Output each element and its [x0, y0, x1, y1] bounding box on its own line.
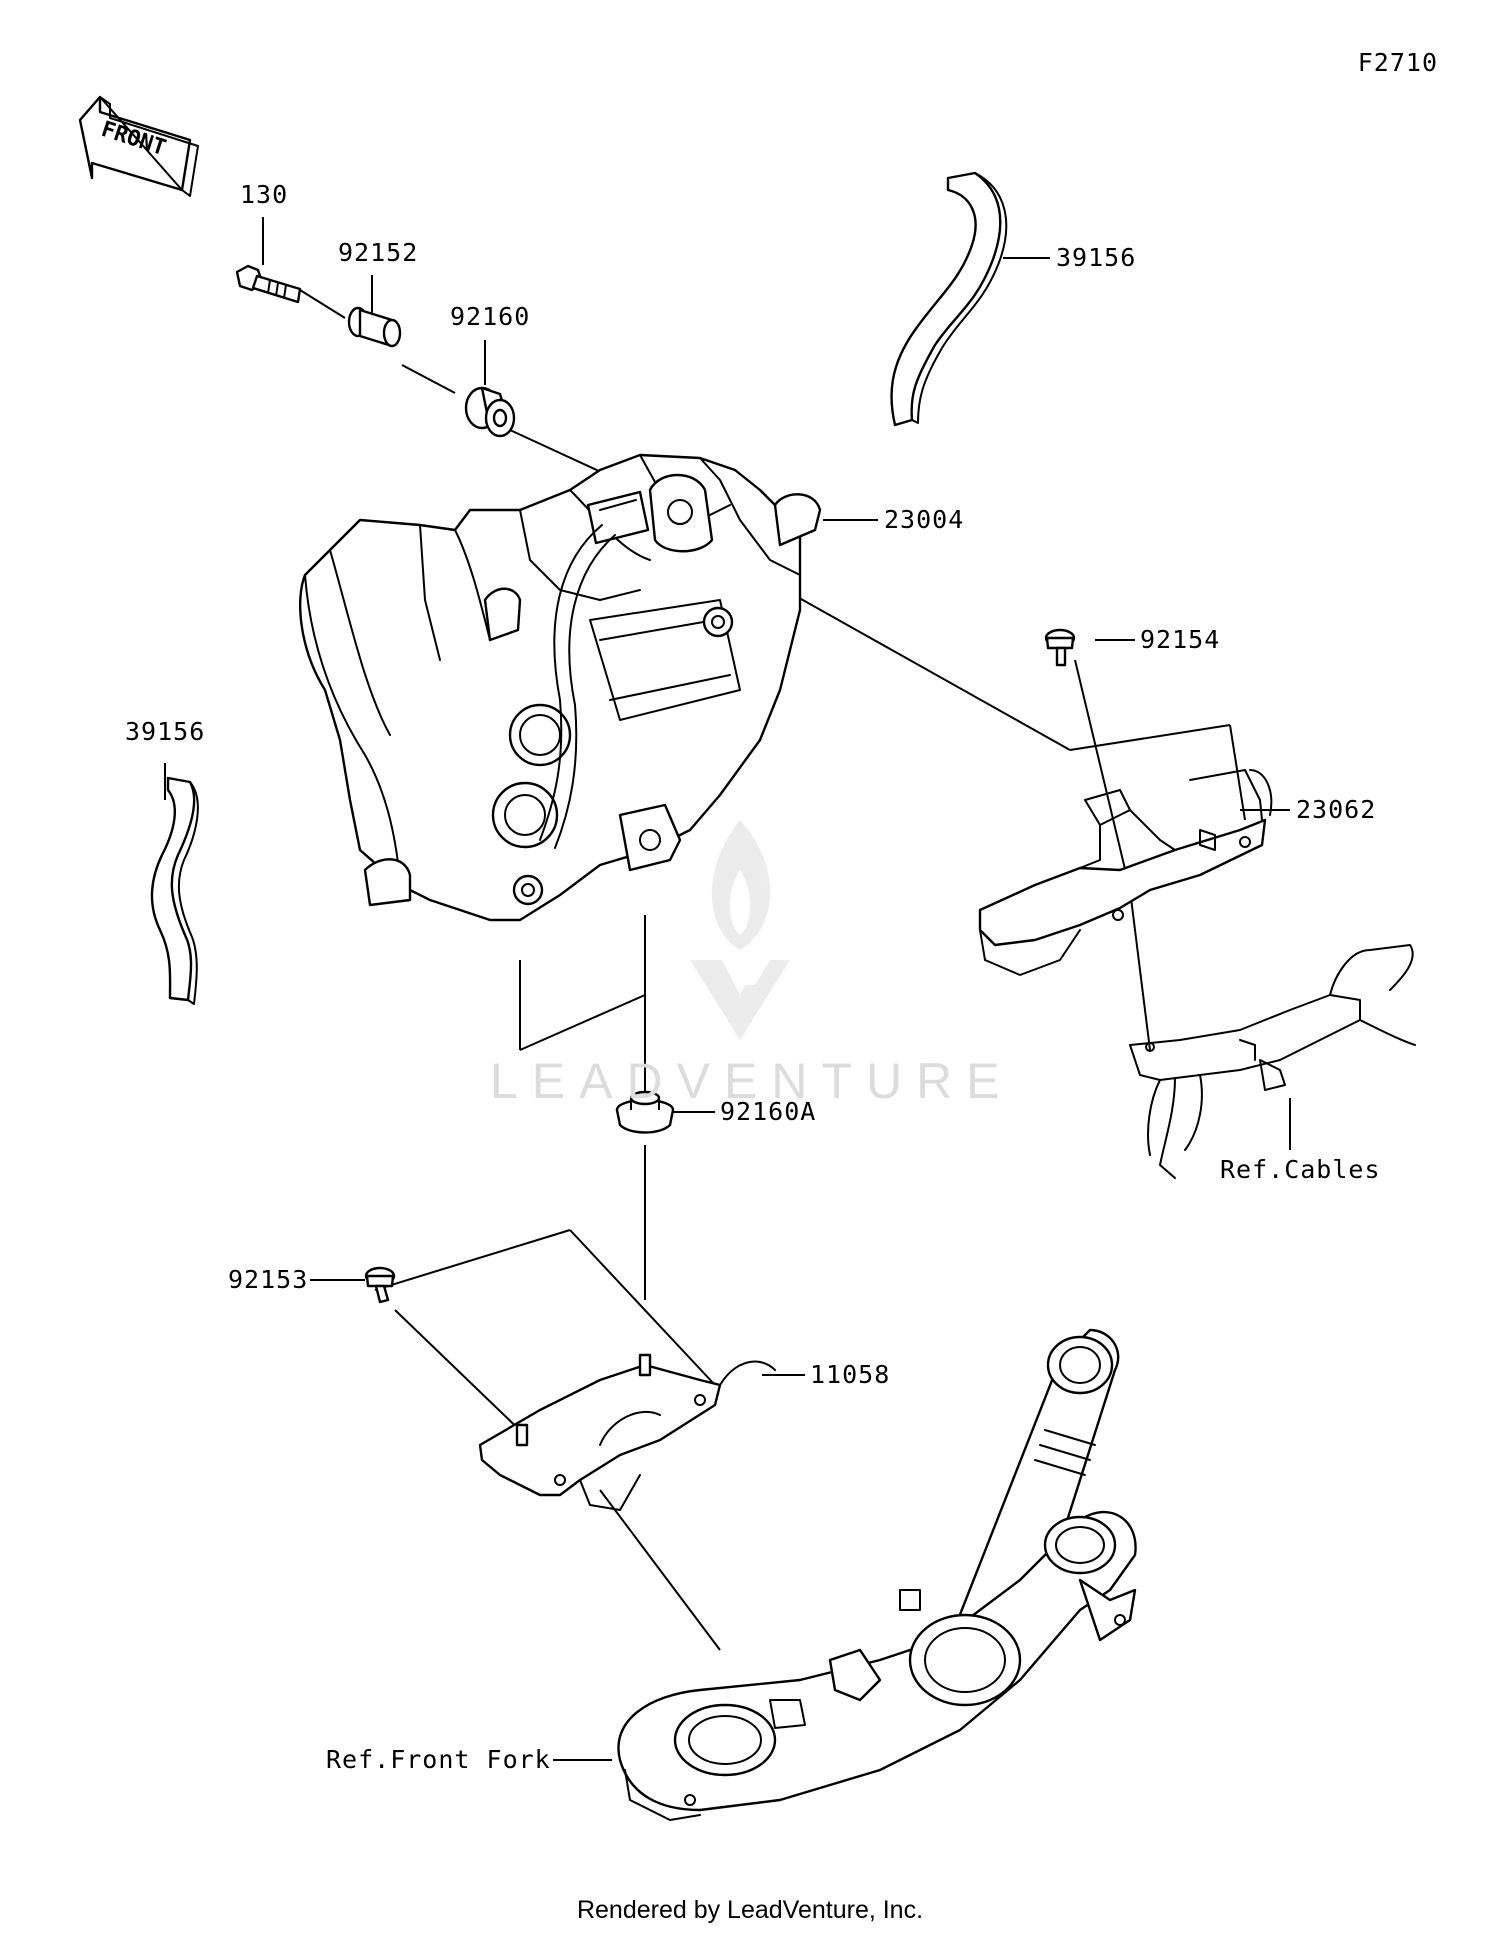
unit-23004 — [298, 453, 822, 922]
label-39156-left[interactable]: 39156 — [125, 717, 206, 746]
grommet-92160A — [615, 1090, 675, 1134]
screw-92154 — [1044, 628, 1076, 667]
cover-39156-top — [890, 171, 1008, 427]
bracket-11058 — [478, 1353, 776, 1511]
bolt-130 — [235, 264, 302, 304]
cover-39156-left — [150, 776, 199, 1005]
collar-92152 — [347, 306, 402, 348]
label-ref-front-fork[interactable]: Ref.Front Fork — [326, 1745, 551, 1774]
label-23062[interactable]: 23062 — [1296, 795, 1377, 824]
label-92153[interactable]: 92153 — [228, 1265, 309, 1294]
figure-code: F2710 — [1357, 48, 1438, 77]
label-92160A[interactable]: 92160A — [720, 1097, 817, 1126]
label-11058[interactable]: 11058 — [810, 1360, 891, 1389]
front-arrow-icon: FRONT — [78, 95, 199, 197]
label-ref-cables[interactable]: Ref.Cables — [1220, 1155, 1381, 1184]
label-23004[interactable]: 23004 — [884, 505, 965, 534]
label-92160[interactable]: 92160 — [450, 302, 531, 331]
label-130[interactable]: 130 — [240, 180, 289, 209]
label-39156-top[interactable]: 39156 — [1056, 243, 1137, 272]
footer-credit: Rendered by LeadVenture, Inc. — [576, 1896, 924, 1924]
bracket-23062 — [978, 769, 1273, 976]
watermark-logo — [690, 820, 790, 1040]
grommet-92160 — [464, 386, 516, 438]
cable-guide-ref — [1129, 944, 1416, 1179]
label-92152[interactable]: 92152 — [338, 238, 419, 267]
front-fork-ref — [617, 1328, 1137, 1821]
screw-92153 — [364, 1266, 396, 1304]
watermark-text: LEADVENTURE — [490, 1053, 1014, 1109]
label-92154[interactable]: 92154 — [1140, 625, 1221, 654]
leader-lines — [164, 217, 1291, 1761]
